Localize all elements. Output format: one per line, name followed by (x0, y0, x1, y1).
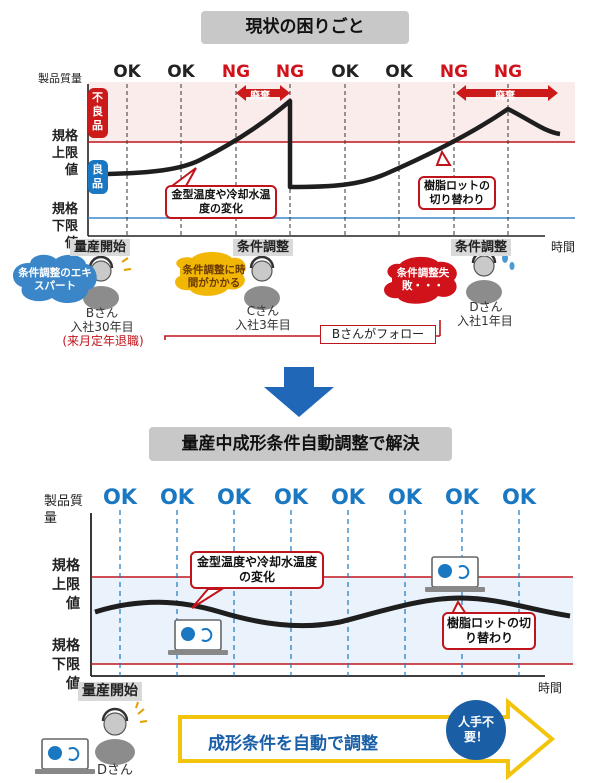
auto-adjust-text: 成形条件を自動で調整 (208, 734, 378, 754)
top-upper-limit-label: 規格上限値 (51, 129, 78, 178)
callout-resin: 樹脂ロットの切り替わり (418, 176, 496, 210)
bubble-expert: 条件調整のエキスパート (18, 267, 92, 292)
top-y-axis-label: 製品質量 (38, 72, 82, 85)
person-c-name: Cさん (246, 304, 280, 318)
top-status-1: OK (113, 62, 141, 82)
bottom-callout-mold-pointer (191, 588, 226, 609)
top-status-8: NG (493, 62, 523, 82)
person-c-icon (244, 255, 280, 310)
bottom-status-5: OK (330, 485, 366, 509)
down-arrow-icon (264, 367, 334, 417)
person-d-name: Dさん (469, 300, 503, 314)
bottom-status-7: OK (444, 485, 480, 509)
bottom-status-1: OK (102, 485, 138, 509)
person-b-tenure: 入社30年目 (70, 320, 134, 334)
bottom-status-8: OK (501, 485, 537, 509)
top-x-axis-label: 時間 (551, 240, 576, 254)
person-b-note: (来月定年退職) (62, 334, 144, 348)
scrap-arrow-2 (456, 85, 558, 101)
problem-banner: 現状の困りごと (201, 11, 409, 44)
bad-zone-pill (88, 88, 108, 138)
bottom-status-3: OK (216, 485, 252, 509)
bottom-upper-limit-label: 規格上限値 (52, 558, 80, 612)
person-d-bottom-icon (95, 707, 135, 765)
event-start: 量産開始 (70, 239, 131, 256)
scrap-label-1: 廃棄 (250, 91, 270, 102)
bottom-lower-limit-label: 規格下限値 (52, 638, 80, 692)
solution-banner-text: 量産中成形条件自動調整で解決 (181, 434, 420, 454)
top-status-4: NG (275, 62, 305, 82)
top-status-6: OK (385, 62, 413, 82)
callout-mold: 金型温度や冷却水温度の変化 (165, 185, 277, 219)
event-adjust-2: 条件調整 (451, 239, 512, 256)
problem-banner-text: 現状の困りごと (245, 17, 365, 37)
laptop-icon-1 (168, 619, 228, 655)
solution-banner: 量産中成形条件自動調整で解決 (149, 427, 452, 461)
no-labor-badge-shape (446, 700, 506, 760)
event-adjust-1: 条件調整 (233, 239, 294, 256)
person-c-tenure: 入社3年目 (235, 318, 291, 332)
top-status-3: NG (221, 62, 251, 82)
person-d-tenure: 入社1年目 (457, 314, 513, 328)
scrap-arrow-1 (236, 85, 290, 101)
no-labor-badge: 人手不要！ (457, 715, 494, 744)
bad-zone-label: 不良品 (92, 91, 103, 132)
scrap-label-2: 廃棄 (495, 91, 515, 102)
good-zone-pill (88, 160, 108, 194)
bubble-fail: 条件調整失敗・・・ (396, 267, 450, 292)
person-d-bottom-name: Dさん (96, 763, 133, 778)
good-zone-label: 良品 (92, 163, 103, 190)
laptop-icon-3 (35, 738, 95, 774)
top-status-5: OK (331, 62, 359, 82)
bubble-slow: 条件調整に時間がかかる (182, 264, 246, 289)
bubble-fail-shape (384, 256, 457, 304)
bottom-status-2: OK (159, 485, 195, 509)
bottom-callout-mold: 金型温度や冷却水温度の変化 (190, 551, 324, 589)
person-b-name: Bさん (85, 306, 119, 320)
laptop-icon-2 (425, 556, 485, 592)
sparkle-icon-2 (135, 701, 148, 723)
bottom-x-axis-label: 時間 (538, 681, 563, 695)
top-status-2: OK (167, 62, 195, 82)
bottom-quality-curve (94, 595, 571, 629)
bubble-expert-shape (12, 254, 97, 304)
bottom-status-6: OK (387, 485, 423, 509)
bottom-time-dividers (119, 510, 520, 676)
top-status-7: NG (439, 62, 469, 82)
callout-resin-pointer (435, 149, 452, 166)
bottom-callout-resin: 樹脂ロットの切り替わり (442, 612, 536, 650)
bubble-slow-shape (175, 252, 246, 296)
bottom-status-4: OK (273, 485, 309, 509)
follow-label: Bさんがフォロー (320, 325, 436, 344)
bottom-y-axis-label: 製品質量 (44, 494, 84, 526)
bottom-event-start: 量産開始 (78, 682, 142, 701)
top-quality-curve (107, 98, 561, 190)
